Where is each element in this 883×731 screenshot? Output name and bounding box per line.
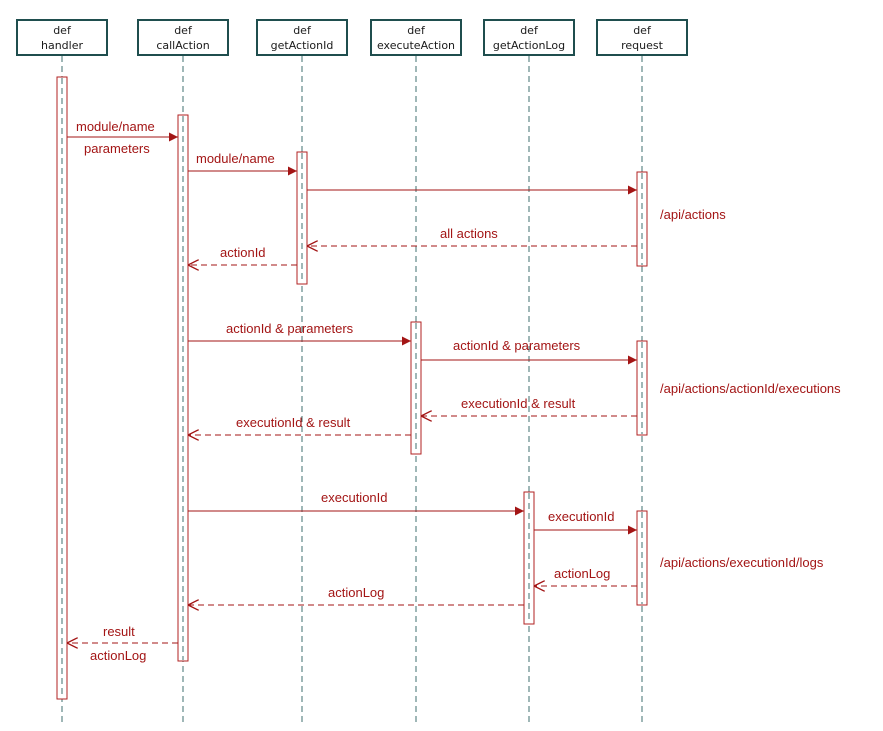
message-label: parameters	[84, 141, 150, 156]
message-label: executionId	[321, 490, 388, 505]
activation-request-1	[636, 171, 648, 267]
message-label: executionId & result	[236, 415, 351, 430]
participant-executeaction: def executeAction	[370, 19, 462, 56]
activation-handler	[56, 76, 68, 700]
participant-handler-name: handler	[41, 39, 83, 52]
participant-handler: def handler	[16, 19, 108, 56]
participant-getactionid: def getActionId	[256, 19, 348, 56]
participant-getactionlog-name: getActionLog	[493, 39, 565, 52]
message-label: actionLog	[90, 648, 146, 663]
activation-executeaction	[410, 321, 422, 455]
activation-getactionlog	[523, 491, 535, 625]
activation-getactionid	[296, 151, 308, 285]
participant-callaction-keyword: def	[174, 24, 193, 37]
message-label: actionId	[220, 245, 266, 260]
note-api-actions: /api/actions	[660, 207, 726, 222]
return-callaction-to-handler: result actionLog	[67, 624, 178, 663]
message-label: actionId & parameters	[453, 338, 581, 353]
message-label: result	[103, 624, 135, 639]
message-callaction-to-getactionlog: executionId	[188, 490, 524, 516]
participant-request-name: request	[621, 39, 664, 52]
participant-getactionlog: def getActionLog	[483, 19, 575, 56]
participant-callaction-name: callAction	[156, 39, 209, 52]
activation-callaction	[177, 114, 189, 662]
participant-executeaction-name: executeAction	[377, 39, 455, 52]
participant-request: def request	[596, 19, 688, 56]
message-label: actionLog	[554, 566, 610, 581]
message-callaction-to-getactionid: module/name	[188, 151, 297, 176]
participant-getactionlog-keyword: def	[520, 24, 539, 37]
participant-executeaction-keyword: def	[407, 24, 426, 37]
message-getactionlog-to-request: executionId	[534, 509, 637, 535]
note-api-executions: /api/actions/actionId/executions	[660, 381, 841, 396]
return-request-to-getactionid: all actions	[307, 226, 637, 246]
activation-request-3	[636, 510, 648, 606]
return-getactionlog-to-callaction: actionLog	[188, 585, 524, 605]
message-label: executionId & result	[461, 396, 576, 411]
participant-getactionid-keyword: def	[293, 24, 312, 37]
note-api-logs: /api/actions/executionId/logs	[660, 555, 824, 570]
participant-getactionid-name: getActionId	[271, 39, 334, 52]
participant-request-keyword: def	[633, 24, 652, 37]
message-label: all actions	[440, 226, 498, 241]
return-getactionid-to-callaction: actionId	[188, 245, 297, 265]
participant-callaction: def callAction	[137, 19, 229, 56]
message-callaction-to-executeaction: actionId & parameters	[188, 321, 411, 346]
return-request-to-getactionlog: actionLog	[534, 566, 637, 586]
message-executeaction-to-request: actionId & parameters	[421, 338, 637, 365]
participant-handler-keyword: def	[53, 24, 72, 37]
message-label: module/name	[196, 151, 275, 166]
activation-request-2	[636, 340, 648, 436]
message-label: module/name	[76, 119, 155, 134]
message-label: executionId	[548, 509, 615, 524]
message-label: actionLog	[328, 585, 384, 600]
return-request-to-executeaction: executionId & result	[421, 396, 637, 416]
message-handler-to-callaction: module/name parameters	[67, 119, 178, 156]
message-label: actionId & parameters	[226, 321, 354, 336]
return-executeaction-to-callaction: executionId & result	[188, 415, 411, 435]
